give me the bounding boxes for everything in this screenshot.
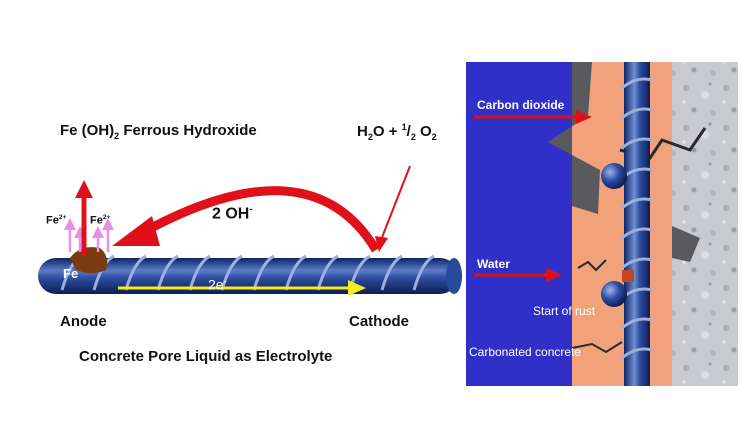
concrete-wedge	[548, 62, 600, 214]
hydroxide-curved-arrow	[137, 186, 380, 253]
ferrous-hydroxide-label: Fe (OH)2 Ferrous Hydroxide	[60, 122, 257, 141]
carbon-dioxide-label: Carbon dioxide	[477, 98, 565, 112]
start-of-rust-label: Start of rust	[533, 304, 596, 318]
carbonated-concrete-label: Carbonated concrete	[469, 345, 582, 359]
water-label: Water	[477, 257, 510, 271]
electron-label: 2e-	[208, 276, 227, 293]
carbon-dioxide-arrowhead	[576, 110, 592, 124]
cathode-label: Cathode	[349, 313, 409, 330]
fe-ion-label-right: Fe2+	[90, 214, 111, 227]
anode-label: Anode	[60, 313, 107, 330]
electrolyte-caption: Concrete Pore Liquid as Electrolyte	[79, 348, 333, 365]
electron-flow-arrowhead	[348, 280, 366, 296]
reactants-label: H2O + 1/2 O2	[357, 122, 437, 142]
reactant-arrowhead	[375, 236, 388, 252]
vertical-rebar	[621, 62, 653, 386]
rebar-rib-sphere-lower	[601, 281, 627, 307]
water-arrowhead	[546, 268, 562, 282]
crack-lower	[577, 259, 607, 272]
rust-spot	[622, 270, 634, 282]
right-panel	[466, 62, 738, 386]
rebar-rib-sphere-upper	[601, 163, 627, 189]
concrete-dark-patch	[672, 226, 700, 262]
hydroxide-label: 2 OH-	[212, 204, 253, 223]
reactant-arrow	[380, 165, 411, 241]
crack-bottom	[571, 341, 623, 354]
hydroxide-arrowhead	[112, 216, 160, 246]
fe-label: Fe	[63, 266, 79, 281]
fe-ion-label-left: Fe2+	[46, 214, 67, 227]
ferrous-hydroxide-arrowhead	[75, 180, 93, 198]
rust-patch	[70, 247, 108, 273]
